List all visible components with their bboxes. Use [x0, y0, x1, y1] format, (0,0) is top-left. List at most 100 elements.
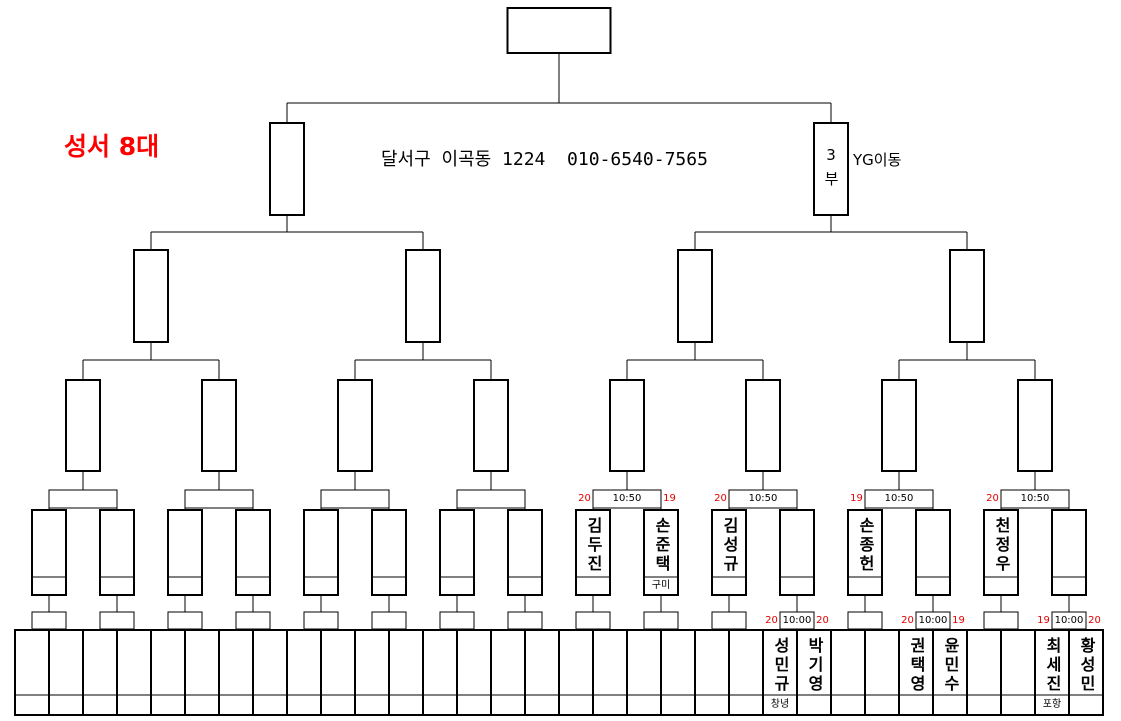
round-of-32-box	[150, 629, 186, 716]
round-of-16-box	[235, 509, 271, 596]
match-box	[303, 611, 339, 630]
player-number: 19	[850, 493, 863, 504]
match-box	[31, 611, 67, 630]
round-of-16-box	[31, 509, 67, 596]
round-of-32-box	[116, 629, 152, 716]
match-box	[507, 611, 543, 630]
quarterfinal-box	[201, 379, 237, 472]
player-hometown: 포항	[1042, 699, 1062, 710]
round-of-32-box	[320, 629, 356, 716]
round-of-32-box	[286, 629, 322, 716]
champion-box	[506, 7, 612, 54]
round-of-16-box	[915, 509, 951, 596]
player-number: 20	[765, 615, 778, 626]
player-name: 박기영	[805, 637, 824, 694]
match-box	[320, 489, 390, 509]
round-of-32-box	[252, 629, 288, 716]
round-of-32-box	[1000, 629, 1036, 716]
player-name-cell: 권택영	[899, 637, 933, 695]
player-name: 손준택	[652, 517, 671, 574]
player-name-cell: 최세진	[1035, 637, 1069, 695]
player-name-cell: 윤민수	[933, 637, 967, 695]
semifinal-box	[405, 249, 441, 343]
round-of-32-box	[354, 629, 390, 716]
match-box	[235, 611, 271, 630]
match-box	[592, 489, 662, 509]
round-of-32-box	[966, 629, 1002, 716]
semifinal-box	[949, 249, 985, 343]
player-name-cell: 박기영	[797, 637, 831, 695]
match-box	[1000, 489, 1070, 509]
match-box	[983, 611, 1019, 630]
match-box	[847, 611, 883, 630]
quarterfinal-box	[881, 379, 917, 472]
round-of-16-box	[167, 509, 203, 596]
round-of-16-box	[1051, 509, 1087, 596]
match-time: 10:50	[612, 493, 642, 504]
player-name-cell: 손종헌	[848, 517, 882, 577]
match-time: 10:50	[748, 493, 778, 504]
player-name: 김성규	[720, 517, 739, 574]
player-name-cell: 손준택	[644, 517, 678, 577]
player-number: 20	[901, 615, 914, 626]
player-name: 황성민	[1077, 637, 1096, 694]
player-name: 김두진	[584, 517, 603, 574]
player-number: 20	[986, 493, 999, 504]
player-name-cell: 김성규	[712, 517, 746, 577]
bracket-title: 성서 8대	[64, 132, 160, 161]
match-box	[779, 611, 815, 630]
quarterfinal-box	[337, 379, 373, 472]
round-of-32-box	[14, 629, 50, 716]
match-box	[167, 611, 203, 630]
round-of-32-box	[660, 629, 696, 716]
player-number: 20	[816, 615, 829, 626]
quarterfinal-box	[1017, 379, 1053, 472]
match-box	[915, 611, 951, 630]
match-time: 10:50	[884, 493, 914, 504]
round-of-32-box	[456, 629, 492, 716]
round-of-32-box	[830, 629, 866, 716]
match-box	[864, 489, 934, 509]
round-of-32-box	[694, 629, 730, 716]
round-of-32-box	[490, 629, 526, 716]
player-name-cell: 황성민	[1069, 637, 1103, 695]
round-of-16-box	[779, 509, 815, 596]
match-time: 10:00	[1054, 615, 1084, 626]
quarterfinal-box	[745, 379, 781, 472]
player-number: 20	[578, 493, 591, 504]
player-hometown: 구미	[651, 580, 671, 591]
match-box	[371, 611, 407, 630]
player-name: 3부	[822, 145, 840, 193]
player-number: 19	[663, 493, 676, 504]
match-box	[728, 489, 798, 509]
player-name: 손종헌	[856, 517, 875, 574]
player-hometown: 창녕	[770, 699, 790, 710]
round-of-16-box	[99, 509, 135, 596]
match-box	[575, 611, 611, 630]
finalist-box	[269, 122, 305, 216]
round-of-32-box	[728, 629, 764, 716]
match-box	[439, 611, 475, 630]
quarterfinal-box	[609, 379, 645, 472]
player-number: 19	[952, 615, 965, 626]
player-name: 성민규	[771, 637, 790, 694]
round-of-16-box	[303, 509, 339, 596]
round-of-32-box	[864, 629, 900, 716]
player-name: 권택영	[907, 637, 926, 694]
quarterfinal-box	[473, 379, 509, 472]
division-team-label: YG이동	[853, 151, 902, 169]
player-name-cell: 성민규	[763, 637, 797, 695]
round-of-32-box	[626, 629, 662, 716]
match-time: 10:00	[782, 615, 812, 626]
round-of-32-box	[558, 629, 594, 716]
round-of-32-box	[422, 629, 458, 716]
round-of-32-box	[592, 629, 628, 716]
round-of-16-box	[439, 509, 475, 596]
round-of-32-box	[48, 629, 84, 716]
match-time: 10:00	[918, 615, 948, 626]
match-box	[184, 489, 254, 509]
round-of-32-box	[184, 629, 220, 716]
round-of-16-box	[371, 509, 407, 596]
